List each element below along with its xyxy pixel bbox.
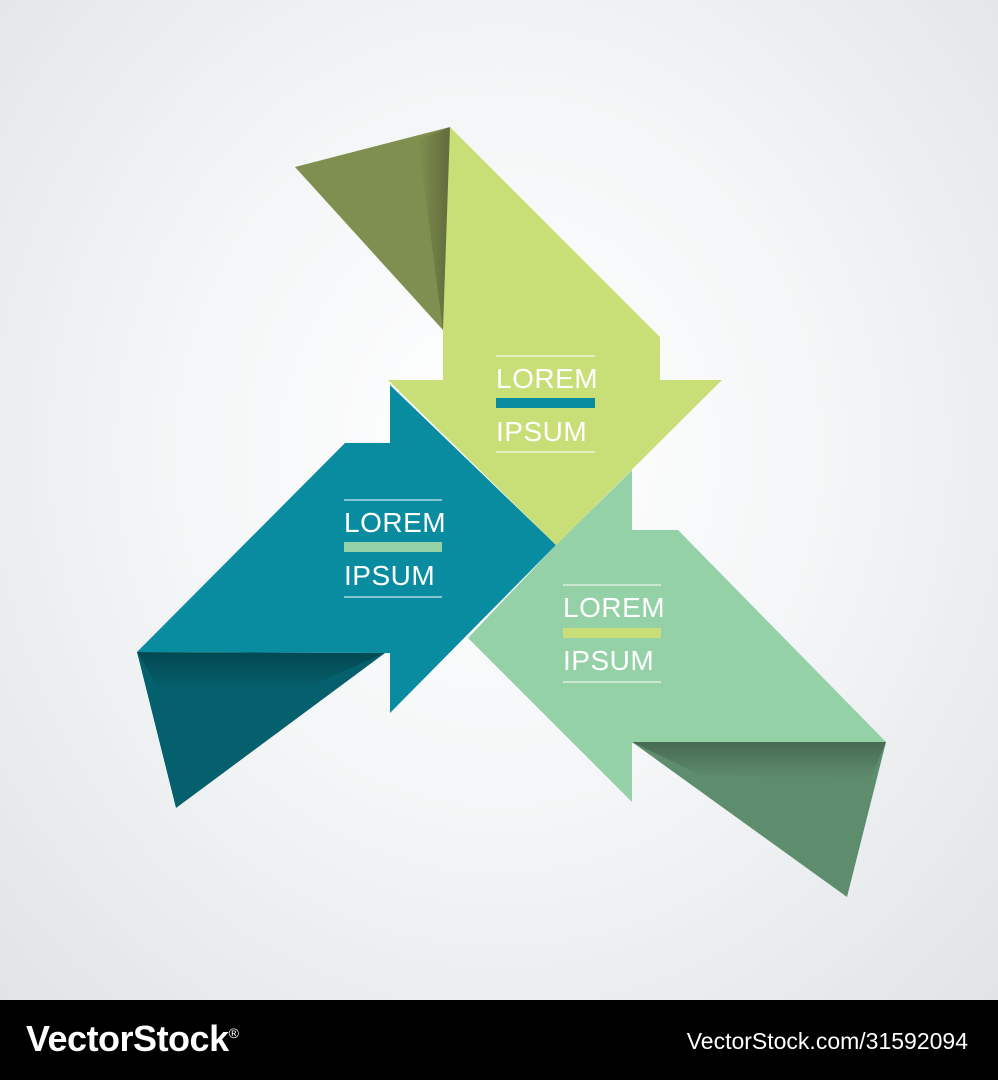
right-arrow-fold (632, 742, 886, 897)
right-label-bar (563, 628, 661, 638)
right-label-line1: LOREM (563, 592, 665, 623)
right-arrow-label: LOREM IPSUM (563, 584, 665, 683)
right-fold-shadow (632, 742, 886, 780)
top-arrow-label: LOREM IPSUM (496, 355, 598, 453)
image-credit: VectorStock.com/31592094 (686, 1028, 968, 1054)
right-label-line2: IPSUM (563, 645, 654, 676)
left-fold-shadow (137, 652, 385, 690)
brand-logo[interactable]: VectorStock® (26, 1018, 239, 1060)
top-label-bar (496, 398, 595, 408)
footer-bar: VectorStock® VectorStock.com/31592094 (0, 1000, 998, 1080)
top-arrow-fold (295, 127, 450, 385)
top-label-line1: LOREM (496, 363, 598, 394)
left-arrow-label: LOREM IPSUM (344, 499, 446, 598)
right-arrow (468, 470, 886, 802)
brand-name: VectorStock (26, 1018, 229, 1059)
top-label-line2: IPSUM (496, 416, 587, 447)
left-arrow-fold (137, 652, 385, 808)
top-fold-shadow (418, 127, 450, 385)
top-arrow (388, 127, 722, 545)
left-label-line2: IPSUM (344, 560, 435, 591)
left-label-line1: LOREM (344, 507, 446, 538)
three-arrow-cycle-diagram: LOREM IPSUM LOREM IPSUM LOREM IPSUM (137, 127, 886, 897)
left-label-bar (344, 542, 442, 552)
registered-mark: ® (228, 1025, 239, 1041)
